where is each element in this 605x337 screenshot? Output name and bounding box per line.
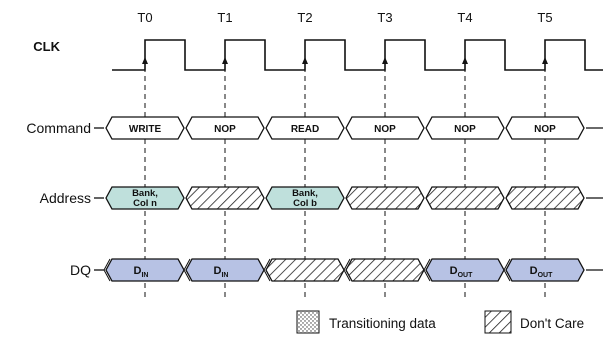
dq-value-sub: IN bbox=[221, 272, 228, 279]
command-cell bbox=[265, 116, 345, 140]
command-cell bbox=[345, 116, 425, 140]
dq-value-main: D bbox=[134, 265, 142, 277]
command-value: NOP bbox=[374, 124, 396, 135]
transition-mark bbox=[503, 258, 511, 282]
clock-label-t3: T3 bbox=[377, 10, 392, 25]
command-cell bbox=[105, 116, 185, 140]
transition-mark bbox=[103, 258, 111, 282]
signal-label-clk: CLK bbox=[33, 39, 60, 54]
legend-transitioning-label: Transitioning data bbox=[329, 316, 436, 331]
command-value: NOP bbox=[534, 124, 556, 135]
command-bus: WRITE NOP READ NOP NOP NOP bbox=[94, 116, 603, 140]
dq-value: DIN bbox=[214, 265, 229, 279]
dq-value-main: D bbox=[530, 265, 538, 277]
clk-rising-edge-markers bbox=[142, 57, 548, 64]
dq-value: DIN bbox=[134, 265, 149, 279]
command-value: WRITE bbox=[129, 124, 162, 135]
dq-value-main: D bbox=[450, 265, 458, 277]
clock-label-t4: T4 bbox=[457, 10, 472, 25]
transition-mark bbox=[423, 258, 431, 282]
legend-dont-care-label: Don't Care bbox=[520, 316, 584, 331]
dq-dont-care-cell bbox=[265, 258, 345, 282]
dq-dont-care-cell bbox=[345, 258, 425, 282]
rising-edge-arrow bbox=[542, 57, 548, 64]
dq-value: DOUT bbox=[530, 265, 553, 279]
transition-mark bbox=[263, 258, 271, 282]
signal-label-address: Address bbox=[40, 190, 91, 206]
address-dont-care-cell bbox=[425, 186, 505, 210]
dq-cell bbox=[505, 258, 585, 282]
clock-label-t2: T2 bbox=[297, 10, 312, 25]
legend: Transitioning data Don't Care bbox=[296, 310, 584, 334]
command-cell bbox=[185, 116, 265, 140]
signal-label-command: Command bbox=[26, 120, 91, 136]
address-dont-care-cell bbox=[505, 186, 585, 210]
command-cell bbox=[425, 116, 505, 140]
reference-lines bbox=[144, 58, 546, 298]
legend-dont-care-swatch bbox=[484, 310, 512, 334]
legend-transitioning-swatch bbox=[296, 310, 320, 334]
dq-value-sub: IN bbox=[141, 272, 148, 279]
command-cell bbox=[505, 116, 585, 140]
transition-mark bbox=[183, 258, 191, 282]
command-value: NOP bbox=[214, 124, 236, 135]
address-value-line1: Bank, bbox=[132, 188, 158, 199]
address-value-line2: Col b bbox=[293, 198, 317, 209]
rising-edge-arrow bbox=[302, 57, 308, 64]
address-cell bbox=[105, 186, 185, 210]
clock-label-t0: T0 bbox=[137, 10, 152, 25]
clock-labels: T0 T1 T2 T3 T4 T5 bbox=[137, 10, 552, 25]
dq-value-sub: OUT bbox=[458, 272, 474, 279]
address-dont-care-cell bbox=[185, 186, 265, 210]
address-cell bbox=[265, 186, 345, 210]
rising-edge-arrow bbox=[222, 57, 228, 64]
signal-label-dq: DQ bbox=[70, 262, 91, 278]
command-value: NOP bbox=[454, 124, 476, 135]
dq-value-main: D bbox=[214, 265, 222, 277]
command-value: READ bbox=[291, 124, 319, 135]
rising-edge-arrow bbox=[142, 57, 148, 64]
dq-value-sub: OUT bbox=[538, 272, 554, 279]
clk-waveform bbox=[112, 39, 603, 71]
transition-mark bbox=[343, 258, 351, 282]
address-dont-care-cell bbox=[345, 186, 425, 210]
dq-value: DOUT bbox=[450, 265, 473, 279]
clock-label-t1: T1 bbox=[217, 10, 232, 25]
address-value-line1: Bank, bbox=[292, 188, 318, 199]
address-value-line2: Col n bbox=[133, 198, 157, 209]
rising-edge-arrow bbox=[382, 57, 388, 64]
rising-edge-arrow bbox=[462, 57, 468, 64]
clock-label-t5: T5 bbox=[537, 10, 552, 25]
